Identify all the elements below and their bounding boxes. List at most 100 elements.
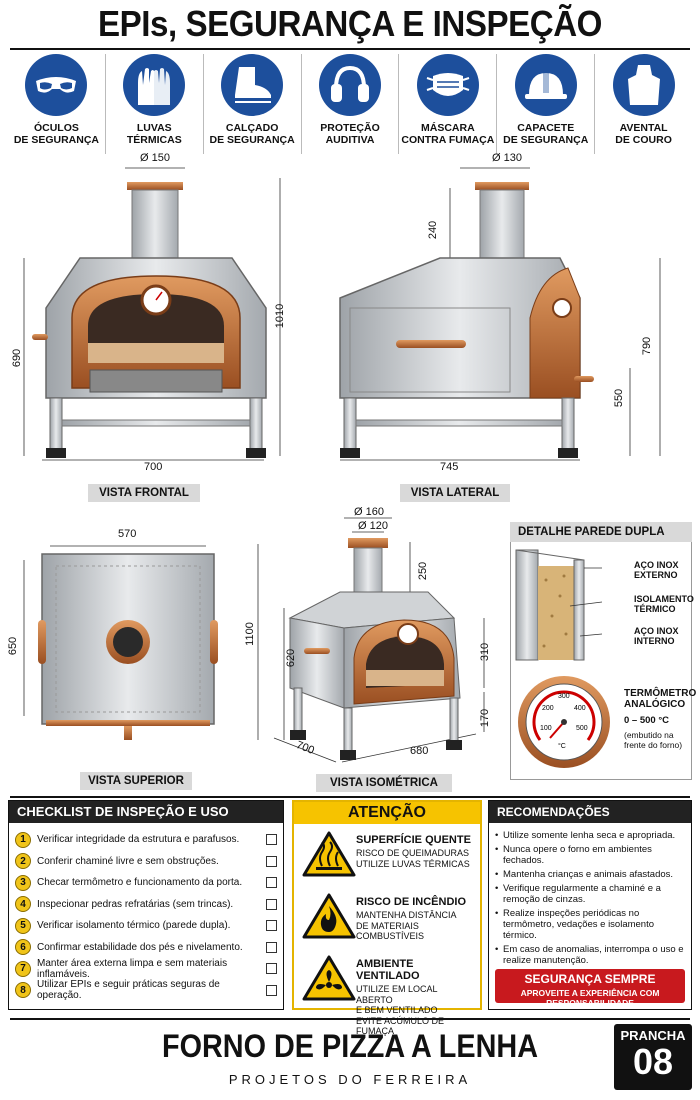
ppe-label: CAPACETE DE SEGURANÇA [503,122,589,146]
top-width-dim: 570 [118,528,137,540]
iso-width-dim: 680 [410,745,429,757]
iso-view-drawing [257,517,485,763]
safety-boot-icon [221,54,284,116]
ppe-label: MÁSCARA CONTRA FUMAÇA [401,122,495,146]
iso-height-dim: 1100 [243,622,256,646]
iso-chimney-height-dim: 250 [417,561,430,581]
ppe-label: CALÇADO DE SEGURANÇA [209,122,295,146]
item-checkbox[interactable] [266,834,277,846]
checklist-item: 1 Verificar integridade da estrutura e pa… [9,829,283,851]
item-number: 1 [15,831,31,848]
item-text: Utilizar EPIs e seguir práticas seguras … [37,979,220,1002]
item-text: Conferir chaminé livre e sem obstruções. [37,855,219,867]
ppe-row: ÓCULOS DE SEGURANÇA LUVAS TÉRMICAS CALÇA… [8,54,692,154]
item-number: 8 [15,982,31,999]
item-text: Verificar isolamento térmico (parede dup… [37,920,231,932]
ventilation-icon [302,955,356,1001]
ppe-ear: PROTEÇÃO AUDITIVA [302,54,400,154]
iso-outer-diameter-dim: Ø 160 [354,506,384,518]
recommendation-item: Nunca opere o forno em ambientes fechado… [489,841,691,866]
item-checkbox[interactable] [266,941,277,953]
hot-surface-icon [302,831,356,877]
checklist-title: CHECKLIST DE INSPEÇÃO E USO [9,801,283,823]
recommendation-item: Realize inspeções periódicas no termômet… [489,905,691,941]
side-depth-dim: 745 [440,461,459,473]
front-chimney-dim: Ø 150 [140,152,170,164]
top-depth-dim: 650 [7,636,20,656]
ppe-helmet: CAPACETE DE SEGURANÇA [497,54,596,154]
title-divider [10,48,690,50]
side-base-height-dim: 550 [613,388,626,408]
item-checkbox[interactable] [266,898,277,910]
footer-divider [10,1018,690,1020]
gauge-tick: 100 [540,725,552,732]
hard-hat-icon [514,54,577,116]
side-view-drawing [339,167,661,461]
front-total-dim: 1010 [274,303,287,329]
sheet-badge: PRANCHA 08 [614,1024,692,1090]
item-number: 7 [15,960,31,977]
item-checkbox[interactable] [266,920,277,932]
item-number: 6 [15,939,31,956]
iso-inner-diameter-dim: Ø 120 [358,520,388,532]
top-view-drawing [23,545,218,740]
attention-item-title: AMBIENTE VENTILADO [356,958,420,982]
smoke-mask-icon [416,54,479,116]
gauge-tick: 300 [558,693,570,700]
safety-title: SEGURANÇA SEMPRE [524,972,656,986]
side-height-dim: 790 [641,336,654,356]
item-text: Checar termômetro e funcionamento da por… [37,877,243,889]
item-number: 2 [15,853,31,870]
double-wall-detail [515,549,603,661]
recommendation-item: Utilize somente lenha seca e apropriada. [489,827,691,841]
iso-body-height-dim: 620 [285,648,298,668]
recommendation-item: Em caso de anomalias, interrompa o uso e… [489,941,691,966]
leather-apron-icon [612,54,675,116]
ppe-label: AVENTAL DE COURO [615,122,672,146]
ppe-apron: AVENTAL DE COURO [595,54,692,154]
front-view-drawing [23,167,281,461]
item-number: 4 [15,896,31,913]
gauge-unit: °C [558,742,566,750]
detail-outer-steel-label: AÇO INOX EXTERNO [634,560,679,580]
footer-title: FORNO DE PIZZA A LENHA [161,1028,538,1064]
ppe-goggles: ÓCULOS DE SEGURANÇA [8,54,106,154]
recommendations-panel: RECOMENDAÇÕES IMPORTANTES Utilize soment… [488,800,692,1010]
ppe-label: PROTEÇÃO AUDITIVA [320,122,380,146]
attention-item-desc: UTILIZE EM LOCAL ABERTO E BEM VENTILADO … [356,984,445,1036]
thermometer-gauge-icon: 100 200 300 400 500 °C [518,676,610,768]
sheet-number: 08 [632,1041,674,1082]
checklist-item: 5 Verificar isolamento térmico (parede du… [9,915,283,937]
ppe-label: ÓCULOS DE SEGURANÇA [13,122,100,146]
item-checkbox[interactable] [266,984,277,996]
attention-item-desc: RISCO DE QUEIMADURAS UTILIZE LUVAS TÉRMI… [356,848,470,869]
side-chimney-height-dim: 240 [427,220,440,240]
safety-banner: SEGURANÇA SEMPRE APROVEITE A EXPERIÊNCIA… [495,969,685,1008]
thermometer-range: 0 – 500 °C [624,715,669,726]
gauge-tick: 200 [542,705,554,712]
iso-view-label: VISTA ISOMÉTRICA [316,774,452,792]
side-chimney-dim: Ø 130 [492,152,522,164]
item-checkbox[interactable] [266,963,277,975]
item-number: 3 [15,874,31,891]
item-checkbox[interactable] [266,877,277,889]
ppe-gloves: LUVAS TÉRMICAS [106,54,204,154]
safety-goggles-icon [25,54,88,116]
sheet-label: PRANCHA [620,1028,686,1043]
item-text: Verificar integridade da estrutura e par… [37,834,240,846]
recommendation-item: Verifique regularmente a chaminé e a rem… [489,880,691,905]
item-checkbox[interactable] [266,855,277,867]
front-width-dim: 700 [144,461,163,473]
item-number: 5 [15,917,31,934]
thermometer-note: (embutido na frente do forno) [624,730,683,750]
front-view-label: VISTA FRONTAL [88,484,200,502]
front-height-dim: 690 [11,348,24,368]
attention-item-title: SUPERFÍCIE QUENTE [356,834,471,846]
title-bar: EPIs, SEGURANÇA E INSPEÇÃO [0,0,700,48]
